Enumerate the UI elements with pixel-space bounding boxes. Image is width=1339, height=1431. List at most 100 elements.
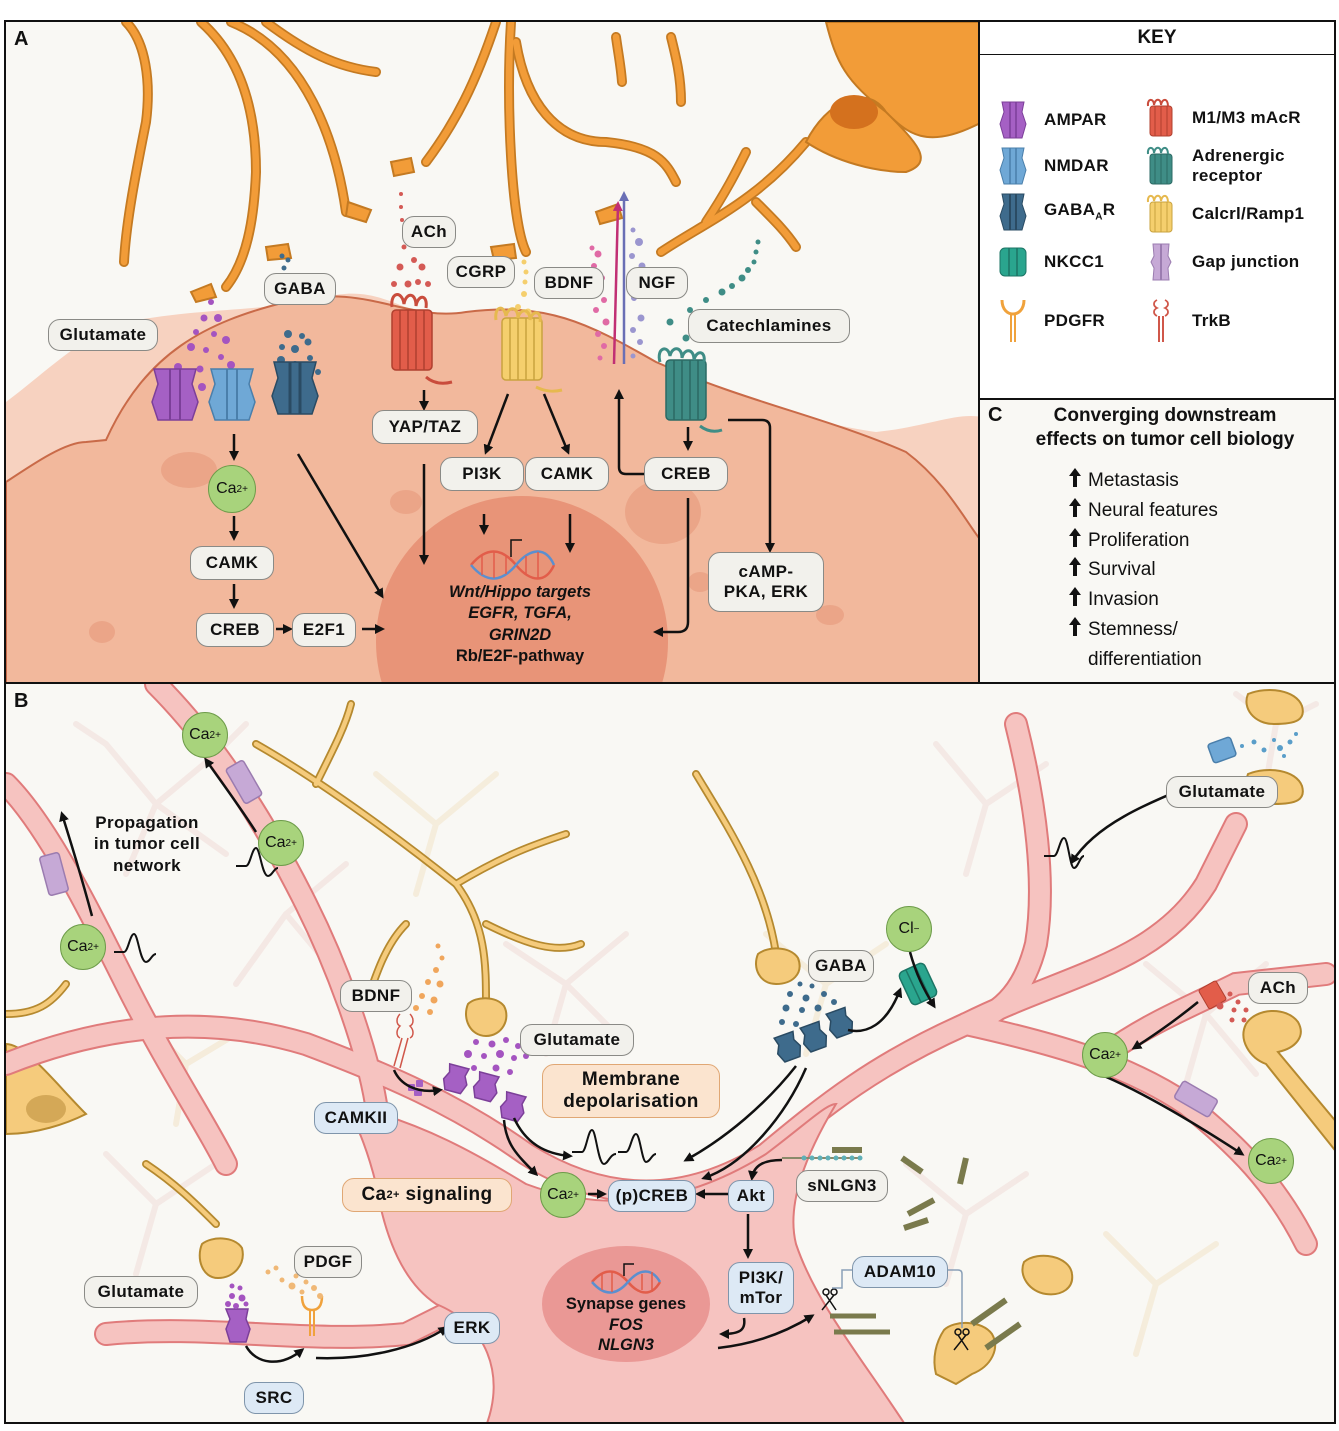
label-bdnf: BDNF [534,267,604,299]
gabaar-icon [999,193,1027,231]
ca-charge: 2+ [285,837,297,849]
key-label-gabaar-suffix: R [1102,200,1116,220]
label-ach-b: ACh [1248,972,1308,1004]
nucleus-b-genes: Synapse genes FOS NLGN3 [542,1294,710,1356]
propagation-label: Propagation in tumor cell network [82,812,212,876]
effect-item: Stemness/differentiation [1068,615,1218,675]
nucleus-b-line1: Synapse genes [565,1295,687,1313]
ca-charge: 2+ [567,1189,579,1201]
node-pi3k-mtor: PI3K/ mTor [728,1262,794,1314]
node-camp-line2: PKA, ERK [723,582,809,601]
nmdar-receptor-b [1207,736,1237,764]
ca-signaling-suffix: signaling [399,1184,493,1206]
effect-label: Stemness/differentiation [1088,615,1202,675]
gabaar-receptor [271,361,319,415]
key-label-nmdar: NMDAR [1044,155,1109,175]
pdgfr-icon [1000,299,1026,342]
effect-label: Survival [1088,559,1156,581]
key-item-nkcc1: NKCC1 [996,242,1104,282]
chloride-ion: Cl− [886,906,932,952]
effect-label: Metastasis [1088,470,1179,491]
node-creb-left: CREB [196,613,274,647]
calcium-ion-charge: 2+ [236,483,248,495]
key-label-gap-junction: Gap junction [1192,251,1300,271]
node-src: SRC [244,1382,304,1414]
key-item-gap-junction: Gap junction [1144,242,1299,282]
ca-charge: 2+ [209,729,221,741]
calcrl-ramp1-icon [1146,194,1173,233]
nucleus-b-line2: FOS [609,1315,643,1334]
propagation-line3: network [113,855,181,875]
cl-charge: − [913,923,920,935]
effect-label: Invasion [1088,589,1159,611]
key-item-gabaar: GABAAR [996,192,1115,232]
effect-label: Proliferation [1088,529,1190,551]
cl-symbol: Cl [898,920,914,937]
panel-c: C Converging downstream effects on tumor… [978,398,1336,684]
dna-icon-b [591,1263,662,1294]
up-arrow-icon [1069,557,1081,577]
membrane-line1: Membrane [581,1069,681,1091]
node-camk-left: CAMK [190,546,274,580]
pdgfr-receptor-b [300,1295,324,1336]
node-pi3k: PI3K [440,457,524,491]
scissors-icon [821,1288,970,1351]
glutamate-dots-bottom [225,1283,249,1309]
gap-junction-icon [1150,243,1172,281]
panel-c-title: Converging downstream effects on tumor c… [980,404,1334,452]
up-arrow-icon [1069,527,1081,547]
dna-icon [470,539,556,580]
effect-item: Invasion [1068,585,1218,615]
key-label-macr: M1/M3 mAcR [1192,107,1301,127]
ca-charge: 2+ [1109,1049,1121,1061]
nkcc1-transporter-b [898,962,938,1006]
node-akt: Akt [728,1180,774,1212]
key-item-calcrl: Calcrl/Ramp1 [1144,192,1304,236]
m1m3-macr-icon [1146,98,1173,137]
bdnf-release-arrow [612,201,623,365]
adam10-connector [832,1269,963,1328]
key-label-gabaar-sub: A [1095,211,1103,223]
gaba-dots-b [779,981,837,1027]
pi3k-mtor-line1: PI3K/ [738,1268,784,1288]
pdgf-dots [265,1265,323,1299]
key-label-adrenergic-line2: receptor [1192,166,1263,185]
ampar-icon [999,101,1027,139]
label-cgrp: CGRP [447,256,515,288]
pathway-arrows [229,389,775,637]
trkb-receptor-b [393,1013,414,1069]
effect-label-line2: differentiation [1088,648,1202,670]
propagation-line1: Propagation [95,813,199,832]
ampar-receptors-center [442,1062,528,1123]
ach-dots-b [1216,991,1249,1023]
ca-signaling-prefix: Ca [361,1184,387,1206]
up-arrow-icon [1069,587,1081,607]
neuron-processes [6,700,780,1228]
pathway-arrows-b [59,757,1245,1363]
node-camp-line1: cAMP- [738,562,794,582]
nucleus-a-line2: EGFR, TGFA, [468,604,572,623]
action-potential-waves [114,836,1085,1166]
effect-item: Proliferation [1068,526,1218,556]
key-label-adrenergic-line1: Adrenergic [1192,145,1285,165]
key-label-gabaar: GABAAR [1044,200,1115,223]
neuron-soma [804,22,978,174]
ampar-receptor-bottom [224,1308,251,1343]
glutamate-dots-topright [1240,732,1298,758]
pi3k-mtor-line2: mTor [739,1288,783,1307]
ca-symbol: Ca [1255,1152,1276,1169]
panel-c-title-line2: effects on tumor cell biology [1035,428,1295,450]
effect-label: Neural features [1088,499,1218,521]
key-item-nmdar: NMDAR [996,146,1109,186]
nmdar-icon [999,147,1027,185]
nucleus-b [542,1246,710,1362]
label-pdgf: PDGF [294,1246,362,1278]
key-item-ampar: AMPAR [996,100,1107,140]
key-label-ampar: AMPAR [1044,109,1107,129]
